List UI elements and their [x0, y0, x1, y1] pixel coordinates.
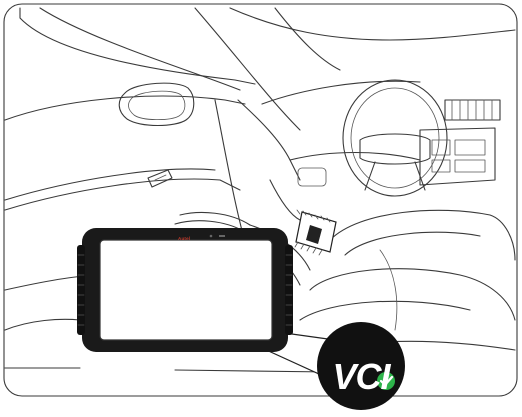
door-handle — [148, 170, 172, 187]
center-console — [420, 128, 495, 185]
diagnostic-tablet — [77, 228, 293, 352]
tablet-brand-logo: Autel — [178, 236, 190, 241]
dash-slot — [298, 168, 326, 186]
door-top — [5, 96, 245, 120]
tablet-screen — [100, 240, 272, 340]
vci-label: VCI — [320, 356, 402, 398]
tablet-camera — [210, 235, 213, 238]
seat-cushion — [310, 269, 515, 320]
side-mirror — [119, 83, 194, 125]
vci-dongle — [295, 210, 336, 255]
steering-wheel — [343, 80, 447, 196]
a-pillar — [20, 8, 255, 84]
seat-back — [330, 210, 515, 260]
